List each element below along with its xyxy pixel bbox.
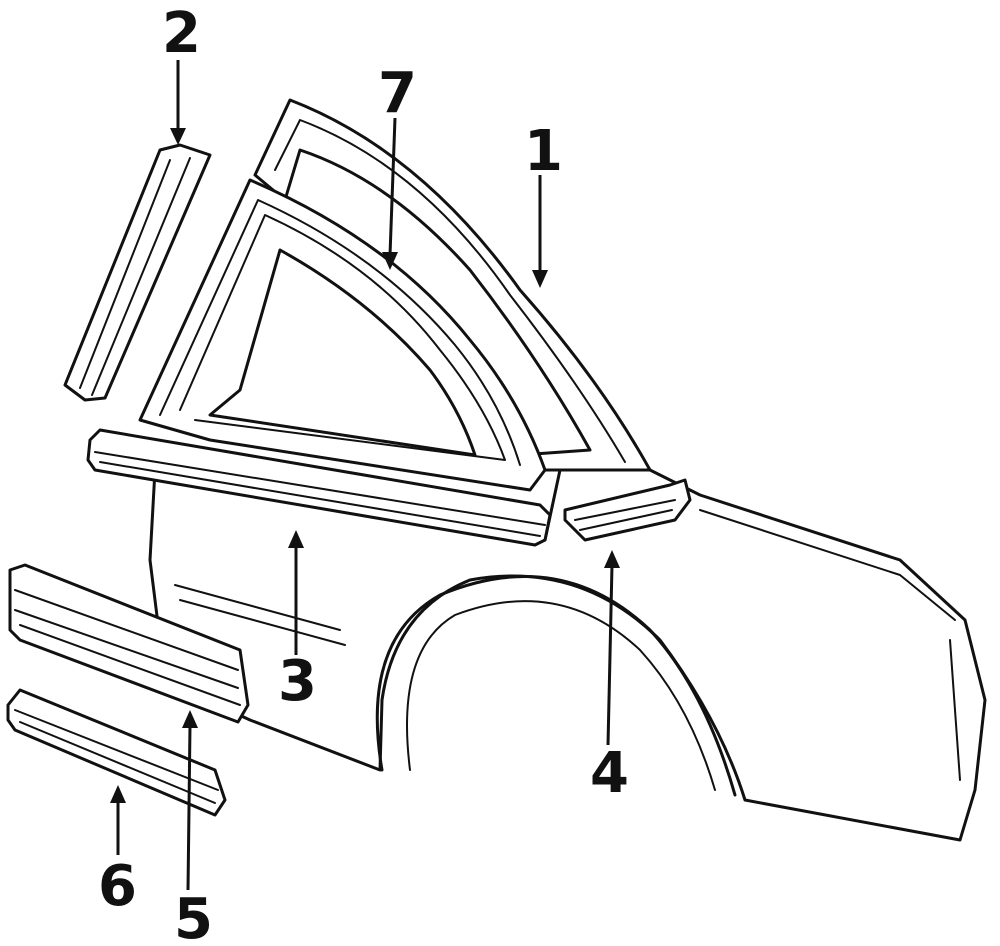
arrowhead-6 [110, 785, 126, 803]
quarter-window [138, 178, 547, 492]
leader-lines [110, 60, 620, 891]
callout-5: 5 [174, 887, 213, 946]
belt-molding [86, 428, 552, 547]
arrowhead-3 [288, 530, 304, 548]
callout-labels: 2 7 1 3 4 5 6 [98, 1, 629, 946]
corner-extension [563, 478, 692, 542]
callout-6: 6 [98, 854, 137, 919]
leader-7 [388, 117, 397, 256]
lower-molding-lower [6, 688, 227, 817]
arrowhead-5 [182, 710, 198, 728]
callout-2: 2 [162, 1, 201, 66]
arrowhead-2 [170, 128, 186, 145]
pillar-trim [63, 143, 212, 402]
arrowhead-7 [382, 252, 398, 270]
roof-pillar-frame [253, 98, 652, 472]
leader-4 [606, 564, 614, 746]
callout-1: 1 [524, 119, 563, 184]
arrowhead-4 [604, 550, 620, 568]
lower-molding-upper [8, 563, 250, 724]
arrowhead-1 [532, 270, 548, 288]
callout-3: 3 [278, 649, 317, 714]
quarter-panel [148, 468, 987, 842]
callout-7: 7 [378, 61, 417, 126]
leader-5 [186, 724, 192, 891]
callout-4: 4 [590, 741, 629, 806]
